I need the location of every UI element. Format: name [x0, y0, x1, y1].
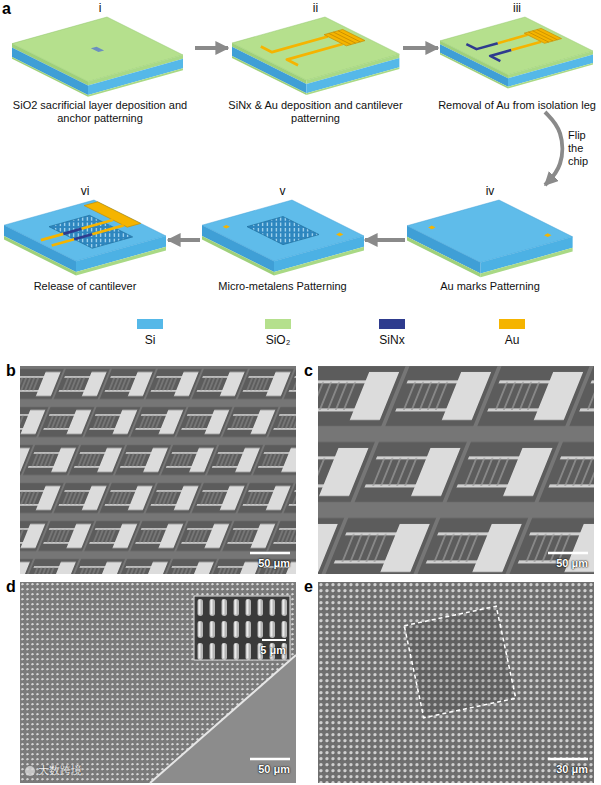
scale-bar-label: 5 μm [260, 644, 286, 657]
illustration-space [405, 198, 575, 280]
step-caption: Removal of Au from isolation leg [438, 99, 596, 112]
label-holder: 大数跨境 [38, 764, 82, 777]
process-arrow [545, 112, 562, 185]
chip-illustration [440, 17, 593, 88]
step-caption: Au marks Patterning [405, 280, 575, 293]
isolation-leg [63, 229, 92, 239]
legend-text: SiNx [379, 333, 404, 347]
process-step: iiiRemoval of Au from isolation leg [438, 2, 596, 112]
scale-bar-label: 30 μm [556, 763, 588, 776]
anchor-square [91, 47, 104, 52]
legend-swatch [379, 319, 405, 329]
sem-panel: c 50 μm [302, 362, 594, 576]
au-mark [544, 233, 551, 237]
isolation-leg [466, 43, 511, 61]
sem-image [318, 582, 594, 783]
legend-swatch [137, 319, 163, 329]
step-number: iii [438, 2, 596, 15]
legend-text: Au [505, 333, 520, 347]
gold-leg [41, 220, 124, 246]
step-number: i [5, 2, 195, 15]
sem-panel: d 50 μm 5 μm [4, 578, 296, 782]
process-step: iSiO2 sacrificial layer deposition and a… [5, 2, 195, 125]
process-step: iv Au marks Patterning [405, 185, 575, 293]
step-caption: SiNx & Au deposition and cantilever patt… [228, 99, 403, 125]
gold-pad [324, 29, 365, 45]
panel-letter: d [6, 579, 16, 595]
scale-bar [548, 758, 588, 761]
step-caption: SiO2 sacrificial layer deposition and an… [5, 99, 195, 125]
edge-label: Flip the chip [568, 129, 598, 168]
step-number: v [200, 185, 365, 198]
sem-image [20, 366, 296, 574]
panel-letter: a [2, 1, 11, 17]
sem-panel: e 30 μm [302, 578, 594, 782]
sem-panel: b 50 μm [4, 362, 296, 576]
watermark-logo [25, 766, 35, 776]
metalens-outline [404, 606, 515, 717]
sem-inset: 5 μm [194, 596, 290, 660]
process-arrow [403, 46, 438, 50]
illustration-space [228, 15, 403, 99]
scale-bar [250, 758, 290, 761]
legend-item: SiO₂ [248, 319, 308, 347]
panel-letter: b [6, 363, 16, 379]
scale-bar [250, 552, 290, 555]
edge-label-holder: Flip the chip [568, 129, 598, 168]
au-mark [428, 226, 435, 230]
legend-swatch [499, 319, 525, 329]
flat-region [150, 655, 296, 783]
figure-panel: aiSiO2 sacrificial layer deposition and … [0, 0, 601, 300]
chip-illustration [407, 200, 573, 277]
scale-bar-label: 50 μm [556, 557, 588, 570]
gold-pad [524, 28, 561, 43]
legend-item: Si [120, 319, 180, 347]
process-arrow [195, 46, 228, 50]
scale-bar-label: 50 μm [258, 763, 290, 776]
illustration-space [2, 198, 168, 280]
chip-illustration [202, 200, 364, 276]
process-step: iiSiNx & Au deposition and cantilever pa… [228, 2, 403, 125]
step-number: ii [228, 2, 403, 15]
sem-inset [194, 596, 290, 660]
metalens-pit [247, 217, 319, 245]
watermark: 大数跨境 [38, 764, 82, 777]
au-mark [336, 233, 343, 237]
illustration-space [200, 198, 365, 280]
legend-swatch [265, 319, 291, 329]
chip-illustration [232, 17, 399, 95]
legend-text: Si [145, 333, 156, 347]
legend-item: Au [482, 319, 542, 347]
gold-leg [261, 37, 343, 66]
au-mark [223, 225, 230, 229]
step-number: vi [2, 185, 168, 198]
chip-illustration [12, 17, 183, 97]
process-step: viRelease of cantilever [2, 185, 168, 293]
step-caption: Micro-metalens Patterning [200, 280, 365, 293]
illustration-space [438, 15, 596, 99]
step-number: iv [405, 185, 575, 198]
sem-image [20, 582, 296, 783]
process-step: vMicro-metalens Patterning [200, 185, 365, 293]
legend-item: SiNx [362, 319, 422, 347]
array-edge [150, 655, 296, 783]
gold-pad [84, 202, 141, 227]
scale-bar [262, 639, 286, 641]
process-arrow [365, 238, 405, 242]
scale-bar-label: 50 μm [258, 557, 290, 570]
step-caption: Release of cantilever [2, 280, 168, 293]
panel-letter: e [304, 579, 313, 595]
chip-illustration [4, 200, 166, 276]
legend-text: SiO₂ [266, 333, 291, 347]
panel-letter: c [304, 363, 313, 379]
process-arrow [168, 238, 200, 242]
sem-image [318, 366, 594, 574]
illustration-space [5, 15, 195, 99]
scale-bar [548, 552, 588, 555]
